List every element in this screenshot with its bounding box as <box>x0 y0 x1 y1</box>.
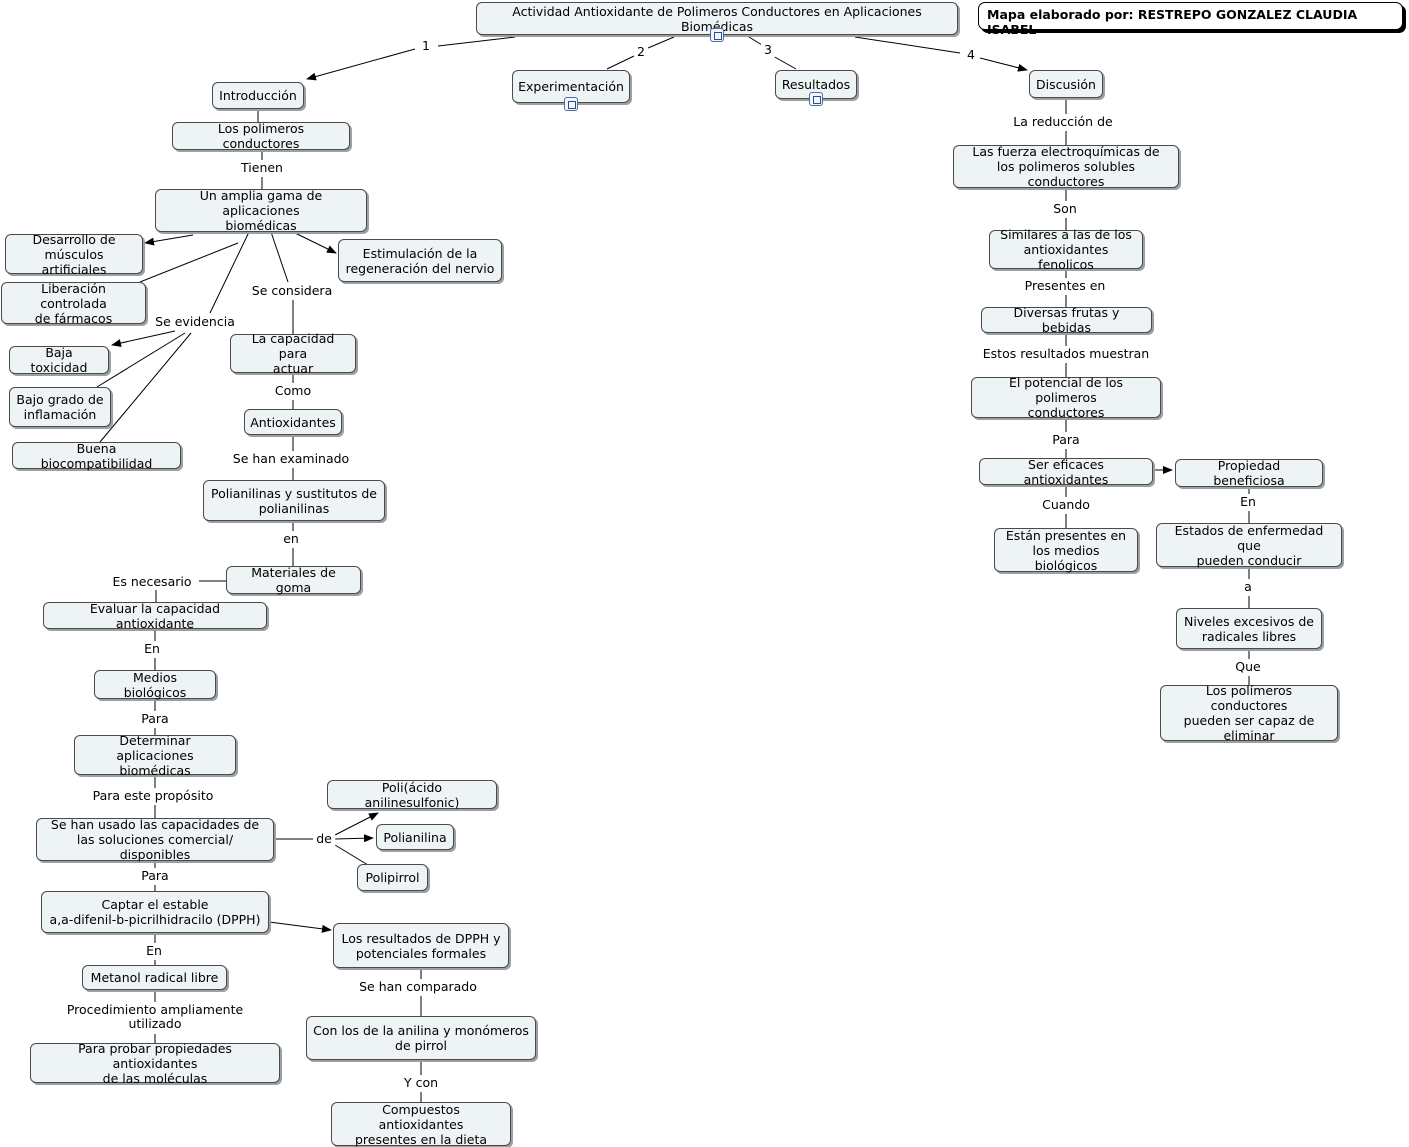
link-label: Que <box>1232 660 1264 674</box>
concept-node[interactable]: Estimulación de la regeneración del nerv… <box>338 239 502 282</box>
concept-node[interactable]: Un amplia gama de aplicaciones biomédica… <box>155 188 367 233</box>
concept-node[interactable]: Las fuerza electroquímicas de los polime… <box>953 144 1179 189</box>
link-label: Se han comparado <box>356 980 480 994</box>
link-label: Para <box>138 869 172 883</box>
concept-node[interactable]: Los resultados de DPPH y potenciales for… <box>333 923 509 968</box>
concept-node[interactable]: Poli(ácido anilinesulfonic) <box>327 780 497 810</box>
link-label: Como <box>271 384 315 398</box>
concept-node[interactable]: Bajo grado de inflamación <box>9 387 111 427</box>
link-label: En <box>141 642 163 656</box>
concept-node[interactable]: Similares a las de los antioxidantes fen… <box>989 227 1143 272</box>
concept-node[interactable]: Se han usado las capacidades de las solu… <box>36 817 274 862</box>
concept-node[interactable]: Determinar aplicaciones biomédicas <box>74 733 236 778</box>
concept-node[interactable]: Estados de enfermedad que pueden conduci… <box>1156 523 1342 568</box>
concept-node[interactable]: Medios biológicos <box>94 670 216 700</box>
link-label: en <box>280 532 302 546</box>
link-label: En <box>143 944 165 958</box>
concept-node[interactable]: Baja toxicidad <box>9 345 109 375</box>
link-label: En <box>1237 495 1259 509</box>
concept-node[interactable]: Discusión <box>1029 70 1103 98</box>
concept-node[interactable]: Los polímeros conductores pueden ser cap… <box>1160 683 1338 743</box>
concept-node[interactable]: Captar el estable a,a-difenil-b-picrilhi… <box>41 891 269 933</box>
link-label: a <box>1241 580 1255 594</box>
concept-node[interactable]: Con los de la anilina y monómeros de pir… <box>306 1016 536 1060</box>
link-label: de <box>313 832 335 846</box>
concept-node[interactable]: Ser eficaces antioxidantes <box>979 457 1153 487</box>
author-box: Mapa elaborado por: RESTREPO GONZALEZ CL… <box>978 2 1403 37</box>
link-label: 1 <box>419 39 433 53</box>
concept-node[interactable]: Desarrollo de músculos artificiales <box>5 232 143 277</box>
link-label: Y con <box>400 1076 442 1090</box>
link-label: Para <box>138 712 172 726</box>
document-resource-icon[interactable] <box>710 28 724 42</box>
link-label: Se considera <box>248 284 336 298</box>
concept-node[interactable]: Los polimeros conductores <box>172 121 350 151</box>
link-label: 3 <box>761 43 775 57</box>
link-label: Se han examinado <box>229 452 353 466</box>
concept-node[interactable]: Metanol radical libre <box>82 965 227 990</box>
link-label: Para <box>1049 433 1083 447</box>
concept-node[interactable]: Liberación controlada de fármacos <box>1 281 146 326</box>
concept-map-resource-icon[interactable] <box>564 97 578 111</box>
concept-node[interactable]: Propiedad beneficiosa <box>1175 458 1323 488</box>
link-label: Presentes en <box>1021 279 1109 293</box>
link-label: Tienen <box>238 161 286 175</box>
concept-node[interactable]: Buena biocompatibilidad <box>12 441 181 471</box>
link-label: 4 <box>964 48 978 62</box>
concept-node[interactable]: Niveles excesivos de radicales libres <box>1176 608 1322 649</box>
link-label: La reducción de <box>1010 115 1116 129</box>
link-label: 2 <box>634 45 648 59</box>
concept-node[interactable]: Están presentes en los medios biológicos <box>994 528 1138 573</box>
concept-node[interactable]: Antioxidantes <box>244 409 342 435</box>
concept-node[interactable]: Para probar propiedades antioxidantes de… <box>30 1041 280 1086</box>
concept-node[interactable]: El potencial de los polimeros conductore… <box>971 375 1161 420</box>
concept-node[interactable]: Compuestos antioxidantes presentes en la… <box>331 1102 511 1147</box>
link-label: Es necesario <box>109 575 195 589</box>
concept-node[interactable]: Polianilina <box>376 824 454 850</box>
concept-node[interactable]: Diversas frutas y bebidas <box>981 305 1152 335</box>
concept-node[interactable]: Polianilinas y sustitutos de polianilina… <box>203 480 385 521</box>
link-label: Cuando <box>1039 498 1093 512</box>
concept-node[interactable]: Evaluar la capacidad antioxidante <box>43 601 267 631</box>
link-label: Procedimiento ampliamente utilizado <box>63 1003 247 1031</box>
link-label: Se evidencia <box>152 315 238 329</box>
link-label: Son <box>1050 202 1080 216</box>
link-label: Estos resultados muestran <box>979 347 1153 361</box>
concept-map-resource-icon[interactable] <box>809 92 823 106</box>
link-label: Para este propósito <box>89 789 217 803</box>
concept-node[interactable]: La capacidad para actuar <box>230 331 356 376</box>
concept-node[interactable]: Polipirrol <box>357 864 428 891</box>
concept-node[interactable]: Introducción <box>212 82 304 109</box>
concept-node[interactable]: Materiales de goma <box>226 565 361 595</box>
